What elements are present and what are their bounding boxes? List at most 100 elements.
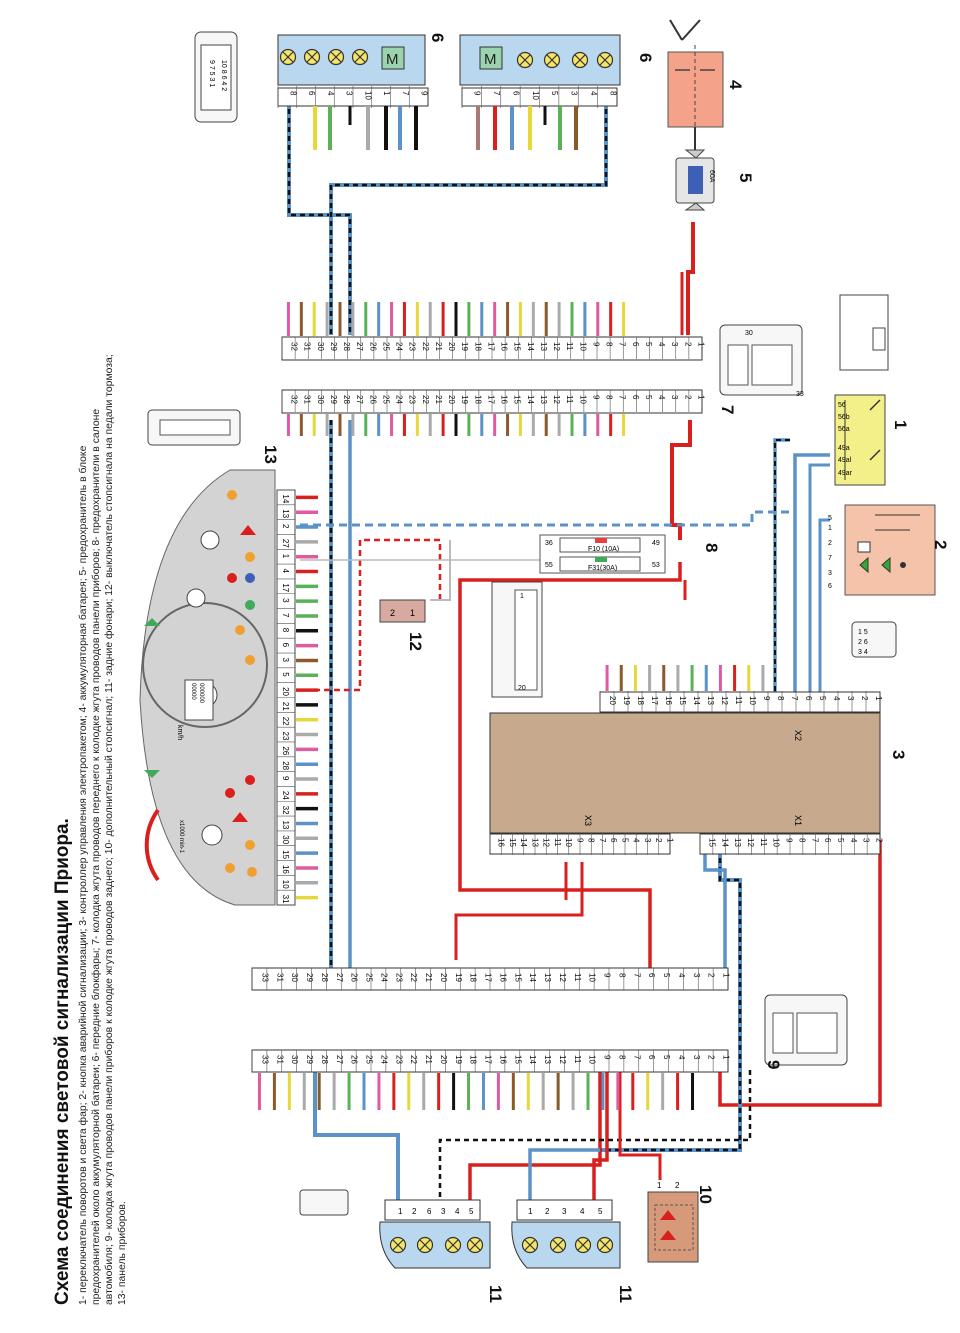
connector-9b-pin: 14 — [528, 1055, 537, 1064]
x1-pin: 4 — [849, 838, 858, 843]
cluster-pin: 2 — [281, 524, 290, 529]
instrument-cluster: 1413227141737863520212223262892432133015… — [139, 469, 318, 906]
connector-7a-pin: 22 — [421, 342, 430, 351]
odometer: 000000 — [198, 683, 204, 704]
connector-7a-pin: 30 — [316, 342, 325, 351]
wire-power-to-fuse8 — [670, 420, 692, 540]
callout-11b: 11 — [616, 1285, 635, 1303]
cluster-pin: 28 — [281, 761, 290, 770]
hazard-switch: 51 27 36 — [828, 504, 936, 596]
svg-text:30: 30 — [745, 330, 753, 337]
connector-9a-pin: 22 — [409, 973, 418, 982]
connector-7a-pin: 3 — [670, 342, 679, 347]
fuse-term-55: 55 — [545, 562, 553, 569]
cluster-pin: 3 — [281, 657, 290, 662]
svg-text:2: 2 — [412, 1207, 417, 1216]
cluster-pin: 21 — [281, 702, 290, 711]
svg-text:6: 6 — [427, 1207, 432, 1216]
svg-text:9 7 5 3 1: 9 7 5 3 1 — [208, 60, 215, 87]
connector-9a-pin: 14 — [528, 973, 537, 982]
connector-9b-pin: 33 — [260, 1055, 269, 1064]
connector-7b-pin: 16 — [500, 395, 509, 404]
connector-7b-pin: 14 — [526, 395, 535, 404]
cluster-pin: 4 — [281, 569, 290, 574]
cluster-pin: 23 — [281, 732, 290, 741]
headlamp-left-pin: 6 — [307, 91, 316, 96]
connector-7b-pin: 7 — [618, 395, 627, 400]
tail-plug — [299, 1189, 349, 1216]
connector-7a-pin: 6 — [631, 342, 640, 347]
cluster-pin: 13 — [281, 509, 290, 518]
headlamp-right-pin: 10 — [531, 91, 540, 100]
connector-9-plug — [764, 994, 848, 1066]
x3-pin: 15 — [508, 838, 517, 847]
connector-9a-pin: 31 — [275, 973, 284, 982]
cluster-pin: 9 — [281, 776, 290, 781]
x3-pin: 11 — [553, 838, 562, 847]
connector-7b-pin: 27 — [355, 395, 364, 404]
connector-9b-pin: 13 — [543, 1055, 552, 1064]
cluster-pin: 5 — [281, 672, 290, 677]
hazard-plug: 1 5 2 6 3 4 — [851, 621, 897, 658]
connector-9a-pin: 23 — [394, 973, 403, 982]
x2-pin: 20 — [608, 696, 617, 705]
x3-pin: 13 — [530, 838, 539, 847]
callout-10: 10 — [696, 1185, 715, 1204]
cluster-pin: 16 — [281, 865, 290, 874]
speed-unit: km/h — [176, 725, 183, 740]
svg-text:49al: 49al — [838, 457, 852, 464]
connector-9a-pin: 25 — [365, 973, 374, 982]
connector-9a-pin: 30 — [290, 973, 299, 982]
svg-text:6: 6 — [828, 583, 832, 590]
connector-7a-pin: 29 — [329, 342, 338, 351]
x2-pin: 14 — [692, 696, 701, 705]
caption: Схема соединения световой сигнализации П… — [0, 0, 128, 1333]
connector-9b-pin: 23 — [394, 1055, 403, 1064]
wire-right-headlamp-blue — [329, 100, 608, 335]
connector-x2-plug: 1 20 — [491, 581, 543, 698]
connector-7b-pin: 21 — [434, 395, 443, 404]
cluster-pin: 27 — [281, 539, 290, 548]
x1-pin: 12 — [746, 838, 755, 847]
connector-7a-pin: 9 — [591, 342, 600, 347]
connector-9a-pin: 5 — [662, 973, 671, 978]
connector-7a-pin: 14 — [526, 342, 535, 351]
diagram-title: Схема соединения световой сигнализации П… — [52, 818, 73, 1305]
svg-text:20: 20 — [518, 685, 526, 692]
x2-pin: 15 — [678, 696, 687, 705]
connector-9b-pin: 10 — [588, 1055, 597, 1064]
callout-6b: 6 — [636, 53, 655, 62]
caption-line-2: предохранителей около аккумуляторной бат… — [91, 408, 102, 1305]
connector-9b-pin: 22 — [409, 1055, 418, 1064]
fuse-f10-label: F10 (10A) — [588, 546, 619, 553]
main-fuse-label: 60A — [708, 170, 715, 183]
connector-7a-pin: 20 — [447, 342, 456, 351]
connector-9a-pin: 27 — [335, 973, 344, 982]
connector-9b-pin: 6 — [647, 1055, 656, 1060]
svg-text:4: 4 — [455, 1207, 460, 1216]
connector-9b-pin: 15 — [513, 1055, 522, 1064]
wire-x1-red — [718, 840, 882, 1107]
connector-7: 1234567891011121314151617181920212223242… — [281, 302, 705, 436]
connector-9: 1234567891011121314151617181920212223242… — [251, 967, 731, 1110]
x2-pin: 17 — [650, 696, 659, 705]
svg-text:33: 33 — [796, 391, 804, 398]
connector-9b-pin: 19 — [454, 1055, 463, 1064]
x3-label: X3 — [583, 815, 593, 826]
connector-7a-pin: 13 — [539, 342, 548, 351]
connector-9b-pin: 8 — [617, 1055, 626, 1060]
connector-9b-pin: 17 — [484, 1055, 493, 1064]
svg-text:3 4: 3 4 — [858, 649, 868, 656]
connector-9b-pin: 30 — [290, 1055, 299, 1064]
x3-pin: 8 — [587, 838, 596, 843]
connector-9b-pin: 20 — [439, 1055, 448, 1064]
connector-9a-pin: 9 — [603, 973, 612, 978]
connector-9b-pin: 1 — [722, 1055, 731, 1060]
svg-text:1 5: 1 5 — [858, 629, 868, 636]
connector-7b-pin: 20 — [447, 395, 456, 404]
connector-7b-pin: 1 — [696, 395, 705, 400]
connector-7b-pin: 25 — [381, 395, 390, 404]
x2-pin: 10 — [748, 696, 757, 705]
connector-7a-pin: 2 — [683, 342, 692, 347]
